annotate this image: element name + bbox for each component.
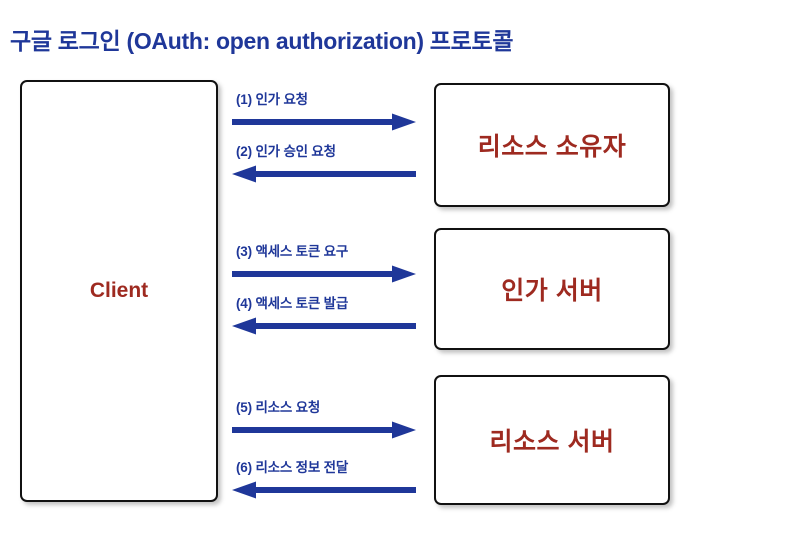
- flow-step-6: (6) 리소스 정보 전달: [232, 456, 416, 502]
- flow-step-5-label: (5) 리소스 요청: [236, 400, 321, 415]
- arrow-left-icon: [232, 317, 416, 335]
- node-resource-server-label: 리소스 서버: [489, 428, 615, 456]
- arrow-left-icon: [232, 481, 416, 499]
- node-client[interactable]: Client: [20, 80, 218, 502]
- flow-step-6-label: (6) 리소스 정보 전달: [236, 460, 349, 475]
- node-resource-owner-label: 리소스 소유자: [477, 133, 627, 161]
- flow-step-2-label: (2) 인가 승인 요청: [236, 144, 336, 159]
- arrow-right-icon: [232, 113, 416, 131]
- node-resource-owner[interactable]: 리소스 소유자: [434, 83, 670, 207]
- flow-step-5: (5) 리소스 요청: [232, 396, 416, 442]
- arrow-left-icon: [232, 165, 416, 183]
- arrow-right-icon: [232, 265, 416, 283]
- flow-step-4: (4) 액세스 토큰 발급: [232, 292, 416, 338]
- flow-step-4-label: (4) 액세스 토큰 발급: [236, 296, 349, 311]
- flow-step-1-label: (1) 인가 요청: [236, 92, 308, 107]
- node-auth-server-label: 인가 서버: [501, 277, 603, 305]
- flow-step-3-label: (3) 액세스 토큰 요구: [236, 244, 349, 259]
- node-auth-server[interactable]: 인가 서버: [434, 228, 670, 350]
- flow-step-3: (3) 액세스 토큰 요구: [232, 240, 416, 286]
- flow-step-2: (2) 인가 승인 요청: [232, 140, 416, 186]
- arrow-right-icon: [232, 421, 416, 439]
- node-client-label: Client: [89, 279, 149, 302]
- flow-step-1: (1) 인가 요청: [232, 88, 416, 134]
- page-title: 구글 로그인 (OAuth: open authorization) 프로토콜: [10, 28, 514, 54]
- node-resource-server[interactable]: 리소스 서버: [434, 375, 670, 505]
